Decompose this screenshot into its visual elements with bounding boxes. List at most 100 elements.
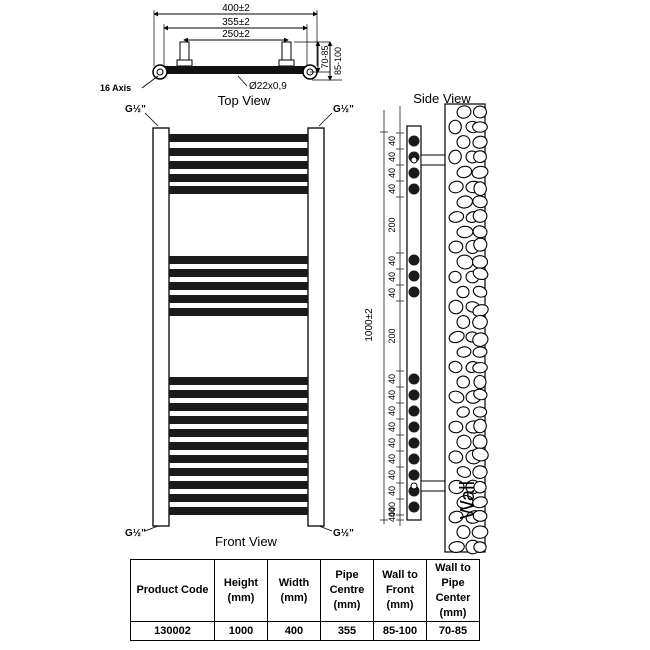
wall-stone bbox=[456, 225, 474, 239]
side-bar-dot bbox=[408, 469, 420, 481]
wall-stone bbox=[472, 346, 488, 358]
front-bar bbox=[169, 148, 308, 156]
wall-stone bbox=[473, 181, 487, 197]
spacing-label: 40 bbox=[387, 502, 397, 512]
front-bars bbox=[169, 134, 308, 515]
axis-label: 16 Axis bbox=[100, 83, 131, 93]
spec-table: Product Code Height (mm) Width (mm) Pipe… bbox=[130, 559, 480, 641]
front-bar bbox=[169, 455, 308, 463]
front-bar bbox=[169, 507, 308, 515]
header-pipe-centre: Pipe Centre (mm) bbox=[320, 559, 374, 622]
header-product-code: Product Code bbox=[130, 559, 215, 622]
wall-stone bbox=[448, 299, 464, 315]
wall-stone bbox=[448, 450, 464, 464]
wall-stone bbox=[448, 541, 465, 553]
wall-stones bbox=[448, 105, 489, 555]
wall-stone bbox=[456, 406, 470, 418]
side-bar-dot bbox=[408, 135, 420, 147]
wall-stone bbox=[471, 255, 489, 269]
bracket-bolt bbox=[410, 156, 418, 164]
front-bar bbox=[169, 416, 308, 424]
wall-stone bbox=[448, 510, 464, 524]
spacing-label: 40 bbox=[387, 374, 397, 384]
side-bar-dot bbox=[408, 389, 420, 401]
wall-stone bbox=[472, 135, 488, 149]
wall-stone bbox=[448, 360, 463, 374]
front-bar bbox=[169, 442, 308, 450]
side-radiator-column bbox=[406, 125, 422, 521]
wall-stone bbox=[471, 525, 489, 539]
front-bar bbox=[169, 390, 308, 398]
wall-stone bbox=[472, 195, 488, 209]
port-top-left-label: G½" bbox=[125, 104, 146, 115]
wall-stone bbox=[456, 346, 472, 358]
cell-pipe-centre: 355 bbox=[320, 621, 374, 641]
spacing-label: 40 bbox=[387, 470, 397, 480]
wall-stone bbox=[448, 479, 465, 495]
cell-product-code: 130002 bbox=[130, 621, 215, 641]
front-bar bbox=[169, 468, 308, 476]
wall-bracket-bottom bbox=[420, 480, 446, 492]
side-view: Side View 1000±2 40404040200404040200404… bbox=[364, 91, 489, 555]
side-ticks bbox=[396, 132, 404, 521]
spacing-label: 40 bbox=[387, 507, 397, 517]
wall-stone bbox=[456, 466, 472, 478]
wall-stone bbox=[472, 465, 488, 479]
wall-stone bbox=[456, 105, 472, 119]
wall-stone bbox=[448, 211, 465, 223]
front-view: G½" G½" G½" G½" Front View bbox=[125, 104, 354, 549]
spacing-label: 40 bbox=[387, 152, 397, 162]
front-bar bbox=[169, 282, 308, 290]
wall-stone bbox=[473, 374, 487, 390]
pipe-label: Ø22x0,9 bbox=[249, 81, 287, 92]
spacing-label: 40 bbox=[387, 512, 397, 522]
side-bar-dot bbox=[408, 254, 420, 266]
side-bar-dot bbox=[408, 270, 420, 282]
header-wall-to-pipe-center: Wall to Pipe Center (mm) bbox=[426, 559, 480, 622]
header-width: Width (mm) bbox=[267, 559, 321, 622]
wall-bracket-top bbox=[420, 154, 446, 166]
wall-stone bbox=[472, 496, 488, 509]
spacing-label: 40 bbox=[387, 272, 397, 282]
wall-stone bbox=[472, 209, 488, 223]
side-bar-dot bbox=[408, 167, 420, 179]
dim-depth-1-label: 70-85 bbox=[320, 45, 330, 68]
wall-stone bbox=[471, 447, 489, 462]
wall-stone bbox=[473, 541, 487, 553]
spacing-label: 200 bbox=[387, 328, 397, 343]
dim-depth-2-label: 85-100 bbox=[333, 47, 343, 75]
wall-stone bbox=[448, 240, 464, 254]
wall-stone bbox=[472, 121, 488, 133]
front-bar bbox=[169, 308, 308, 316]
wall-stone bbox=[472, 332, 489, 347]
front-bar bbox=[169, 269, 308, 277]
side-bar-dot bbox=[408, 501, 420, 513]
wall-stone bbox=[448, 180, 464, 194]
wall-stone bbox=[456, 524, 471, 540]
wall-stone bbox=[456, 135, 471, 149]
wall-stone bbox=[456, 285, 470, 299]
front-bar bbox=[169, 429, 308, 437]
header-height: Height (mm) bbox=[214, 559, 268, 622]
wall-stone bbox=[471, 165, 489, 179]
wall-stone bbox=[473, 480, 487, 494]
side-view-title: Side View bbox=[413, 91, 471, 106]
cell-wall-to-pipe-center: 70-85 bbox=[426, 621, 480, 641]
top-view: 400±2 355±2 250±2 70-85 85-100 16 Axis Ø… bbox=[100, 3, 343, 108]
wall-stone bbox=[448, 390, 465, 404]
side-dots bbox=[408, 135, 420, 513]
wall-stone bbox=[456, 315, 471, 329]
front-view-title: Front View bbox=[215, 534, 278, 549]
side-bar-dot bbox=[408, 421, 420, 433]
front-bar bbox=[169, 295, 308, 303]
cell-width: 400 bbox=[267, 621, 321, 641]
wall-stone bbox=[472, 509, 488, 522]
side-bar-dot bbox=[408, 453, 420, 465]
spacing-label: 200 bbox=[387, 217, 397, 232]
dim-inner-label: 250±2 bbox=[222, 29, 250, 40]
wall-stone bbox=[472, 225, 488, 239]
spacing-label: 40 bbox=[387, 438, 397, 448]
spacing-label: 40 bbox=[387, 486, 397, 496]
port-bottom-right-label: G½" bbox=[333, 528, 354, 539]
wall-stone bbox=[448, 119, 462, 135]
